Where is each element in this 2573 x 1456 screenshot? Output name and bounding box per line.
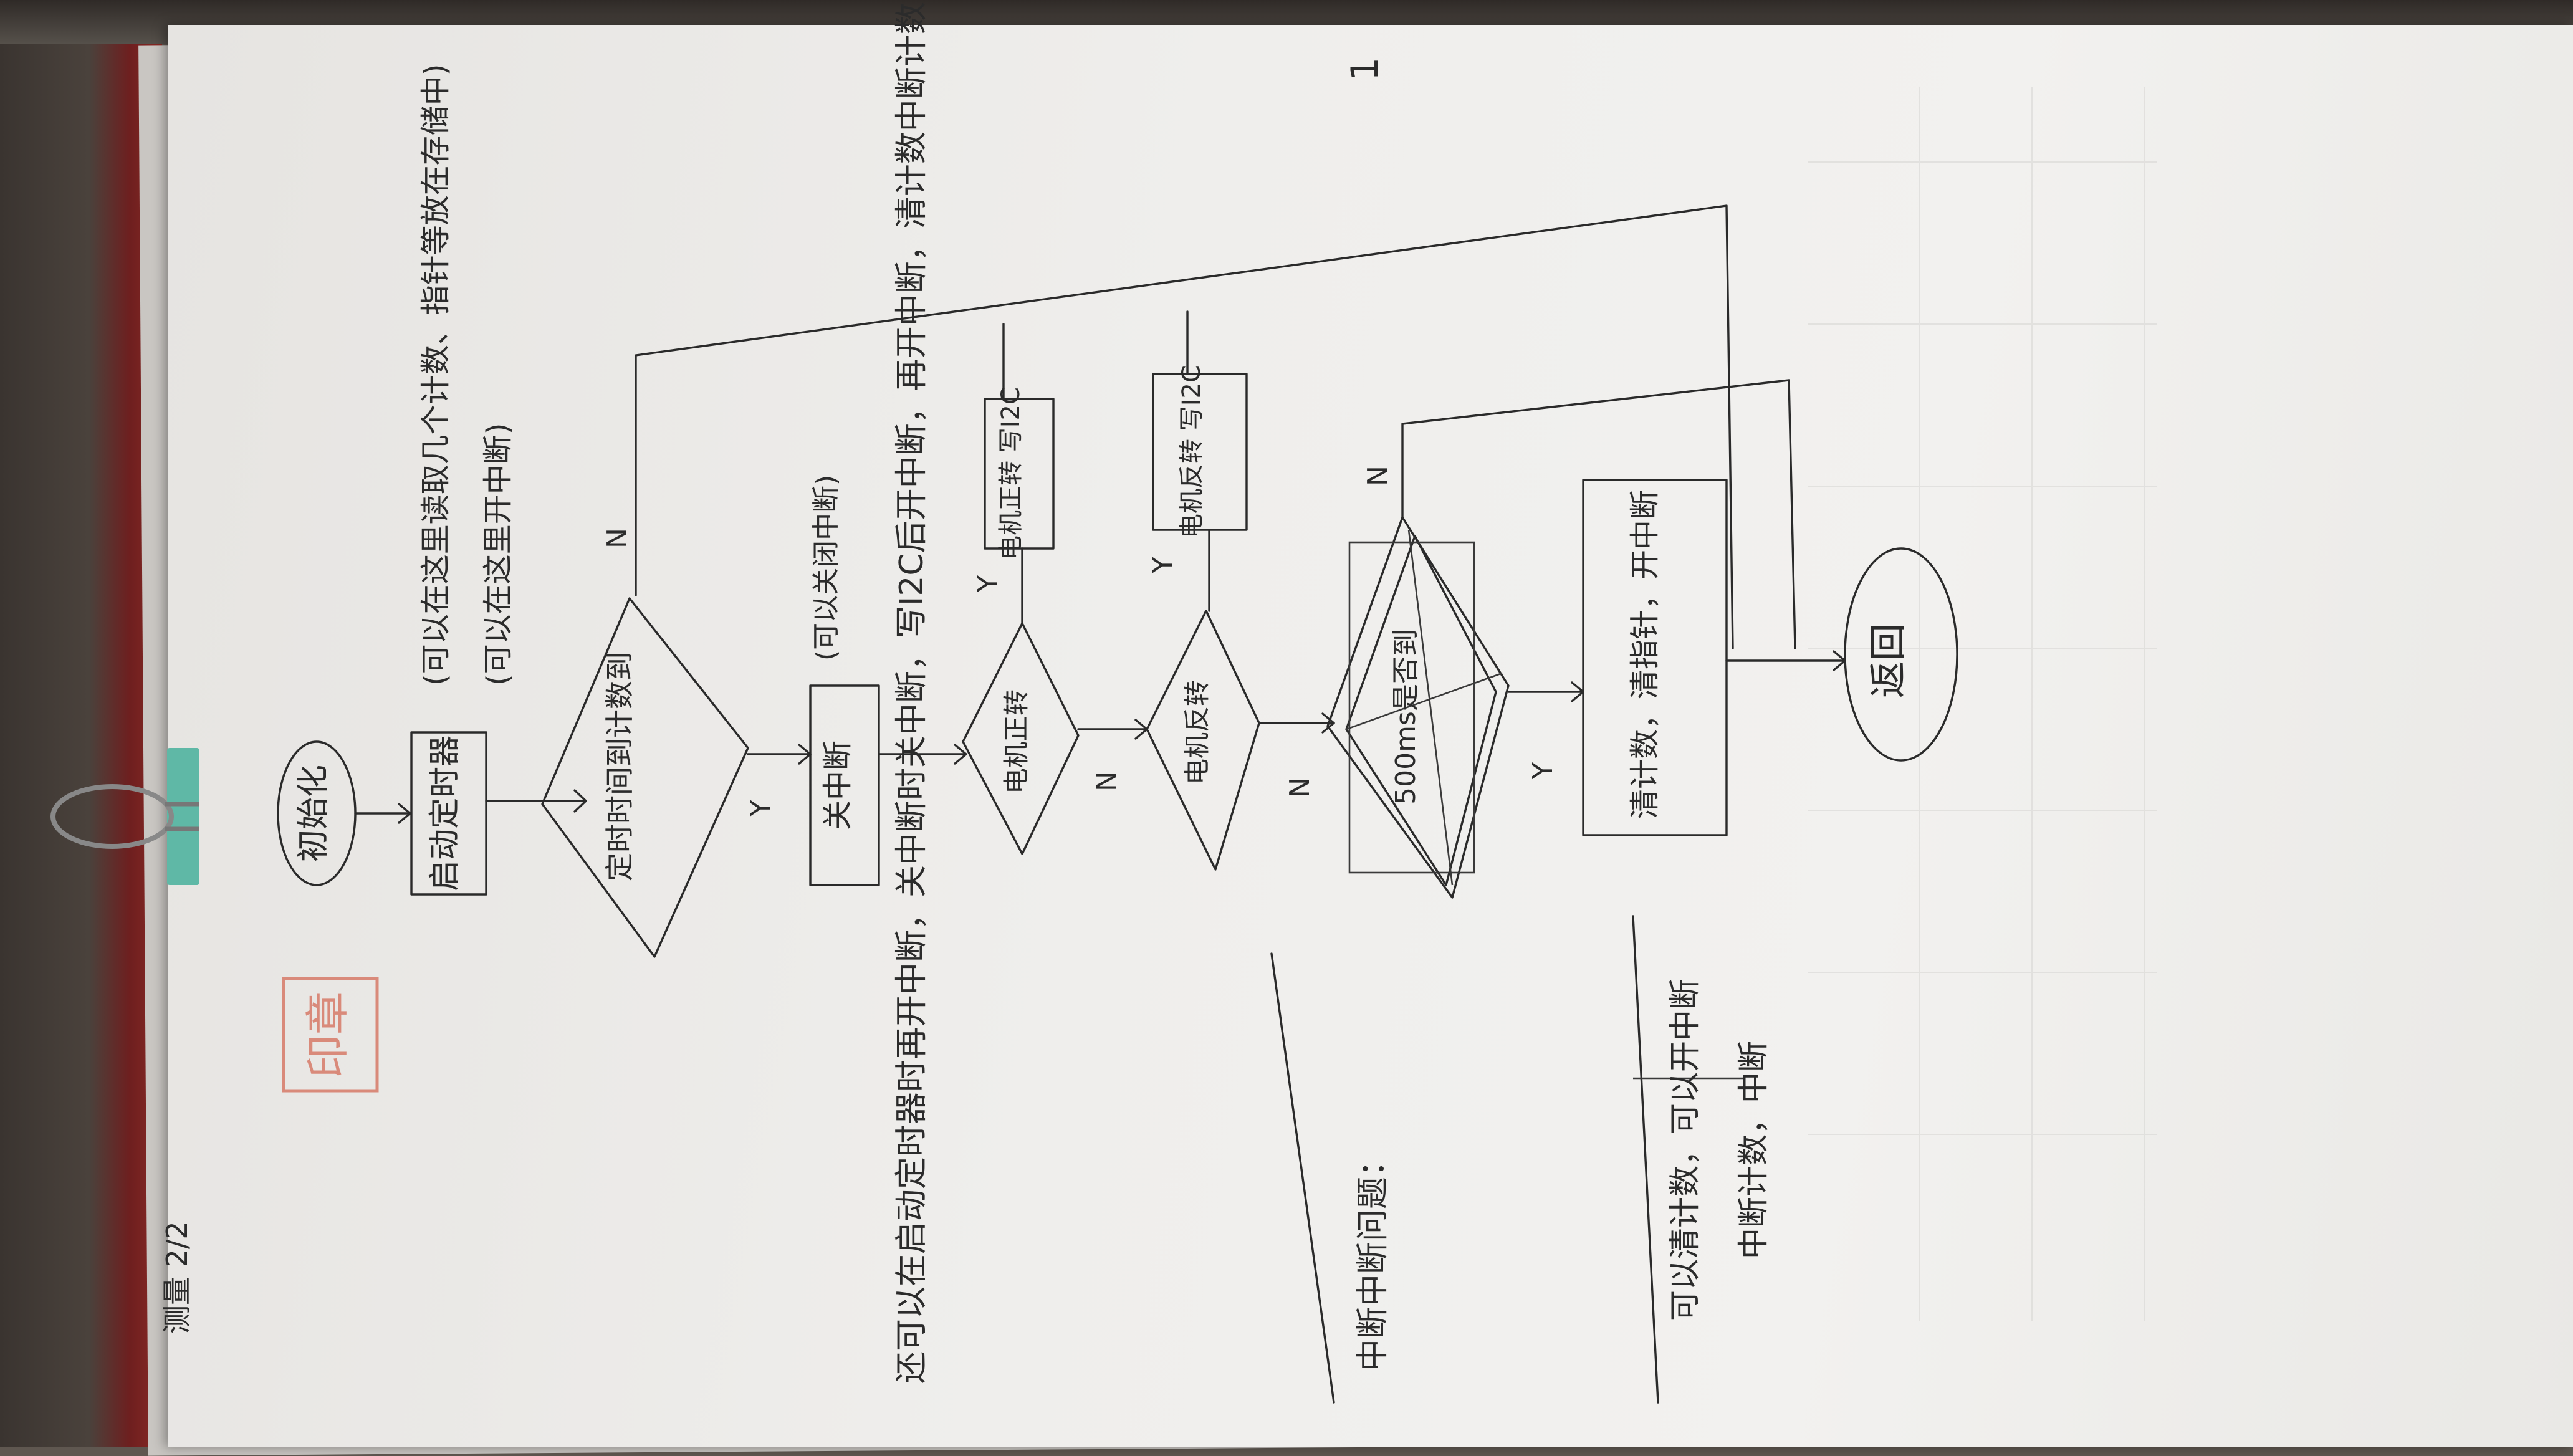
decision-reverse-label: 电机反转: [1182, 680, 1212, 785]
notebook-page: [168, 25, 2573, 1447]
decision-500ms-node: 500ms是否到: [1326, 516, 1510, 899]
left-note-text: 还可以在启动定时器时再开中断，关中断时关中断，写I2C后开中断，再开中断，清计数…: [893, 2, 931, 1384]
label-y1: Y: [745, 800, 777, 817]
close-interrupt-node: 关中断: [809, 684, 880, 886]
decision-time-node: 定时时间到计数到: [541, 597, 749, 958]
edge-500ms-no-loop: [1401, 379, 1796, 649]
page-corner-mark: 1: [1343, 57, 1387, 81]
start-timer-note: (可以在这里读取几个计数、指针等放在存储中): [418, 64, 453, 686]
decision-reverse-node: 电机反转: [1146, 610, 1260, 871]
label-y2: Y: [972, 575, 1004, 593]
label-n1: N: [601, 528, 633, 548]
background-desk-left: [0, 0, 162, 1447]
clear-count-node: 清计数，清指针，开中断: [1582, 479, 1728, 836]
write-reverse-label: 电机反转 写I2C: [1177, 365, 1206, 539]
start-label: 初始化: [295, 765, 332, 862]
close-interrupt-label: 关中断: [820, 740, 855, 830]
start-timer-node: 启动定时器: [410, 731, 487, 896]
label-n3: N: [1284, 777, 1316, 798]
return-node: 返回: [1844, 547, 1958, 762]
label-n4: N: [1362, 466, 1394, 486]
bottom-note-text: 可以清计数，可以开中断: [1667, 979, 1703, 1321]
decision-time-label: 定时时间到计数到: [603, 652, 636, 881]
left-note-text-2: 中断中断问题：: [1354, 1144, 1392, 1371]
return-label: 返回: [1867, 623, 1910, 698]
stamp-text: 印章: [302, 991, 353, 1078]
arrowhead: [954, 744, 967, 765]
clear-count-label: 清计数，清指针，开中断: [1627, 490, 1662, 819]
start-node: 初始化: [277, 740, 357, 886]
paper-grid: [1808, 87, 2157, 1321]
write-reverse-node: 电机反转 写I2C: [1152, 365, 1248, 539]
arrowhead: [573, 789, 587, 813]
label-n2: N: [1091, 771, 1123, 792]
decision-500ms-label: 500ms是否到: [1390, 629, 1422, 805]
label-y3: Y: [1147, 557, 1179, 574]
arrowhead: [1321, 712, 1335, 734]
label-y4: Y: [1527, 762, 1559, 780]
write-forward-node: 电机正转 写I2C: [984, 387, 1055, 560]
decision-forward-label: 电机正转: [1001, 689, 1032, 794]
close-interrupt-note: (可以关闭中断): [810, 475, 842, 661]
bottom-notes: 可以清计数，可以开中断 中断计数，中断: [1632, 915, 1771, 1404]
margin-note: 测量 2/2: [160, 1221, 194, 1334]
red-stamp: 印章: [282, 977, 379, 1093]
start-timer-label: 启动定时器: [426, 735, 462, 891]
start-timer-note-2: (可以在这里开中断): [481, 423, 515, 686]
arrowhead: [398, 803, 411, 824]
edge-decision-time-no-loop: [635, 204, 1734, 649]
decision-forward-node: 电机正转: [962, 622, 1080, 855]
write-forward-label: 电机正转 写I2C: [997, 387, 1025, 560]
bottom-note-text-2: 中断计数，中断: [1735, 1041, 1771, 1259]
left-notes: 还可以在启动定时器时再开中断，关中断时关中断，写I2C后开中断，再开中断，清计数…: [893, 2, 1392, 1404]
binder-clip: [50, 748, 199, 885]
